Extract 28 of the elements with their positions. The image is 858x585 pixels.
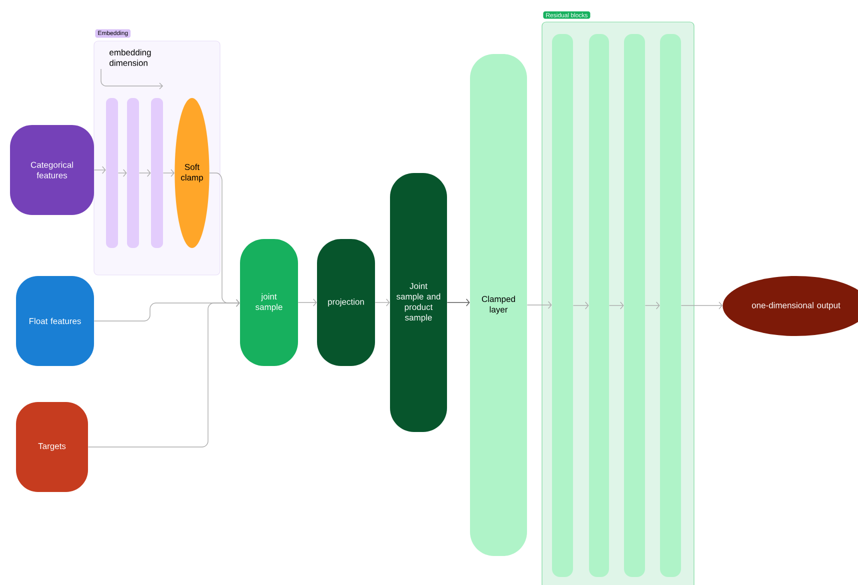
arrow	[446, 298, 470, 306]
residual-bar	[660, 34, 681, 577]
annotation-text: embedding dimension	[110, 49, 151, 66]
layer-box: Clamped layer	[470, 54, 527, 556]
arrow	[572, 302, 589, 310]
embedding-bar	[127, 98, 139, 248]
layer-box: Joint sample and product sample	[390, 173, 447, 432]
layer-box: projection	[317, 239, 375, 366]
layer-box: joint sample	[240, 239, 298, 366]
input-box: Categorical features	[10, 125, 94, 215]
arrow	[88, 299, 240, 448]
arrow	[94, 166, 106, 174]
arrow	[162, 169, 174, 177]
arrow	[118, 169, 127, 177]
residual-bar	[589, 34, 609, 577]
arrow	[526, 301, 552, 309]
residual-bar	[552, 34, 573, 577]
embedding-bar	[106, 98, 118, 248]
arrow	[374, 298, 390, 306]
arrow	[138, 169, 151, 177]
arrow	[680, 302, 722, 310]
input-box: Float features	[16, 276, 94, 366]
input-box: Targets	[16, 402, 88, 492]
arrow	[644, 302, 660, 310]
arrow	[298, 298, 317, 306]
residual-bar	[624, 34, 645, 577]
embedding-bar	[151, 98, 163, 248]
arrow	[608, 302, 624, 310]
